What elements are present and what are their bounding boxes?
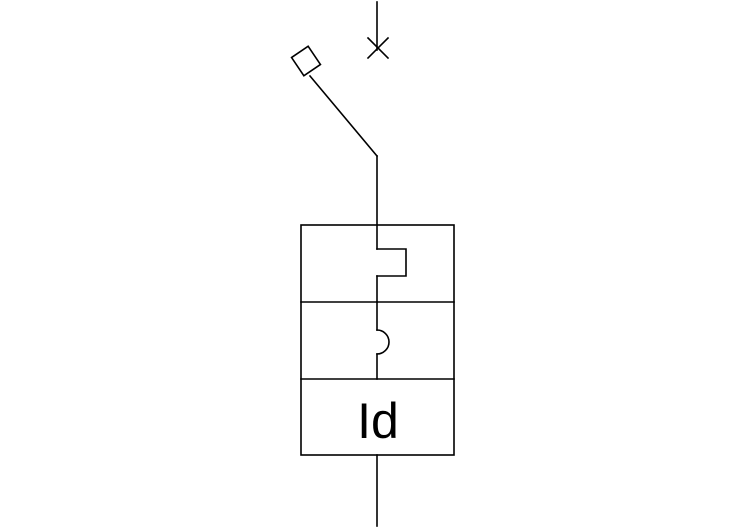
residual-current-label: Id [357, 393, 399, 449]
magnetic-trip-symbol [376, 329, 390, 355]
switch-blade [308, 74, 379, 158]
contact-cross-symbol [366, 36, 390, 60]
actuator-symbol [290, 45, 322, 77]
thermal-trip-symbol [376, 248, 407, 277]
